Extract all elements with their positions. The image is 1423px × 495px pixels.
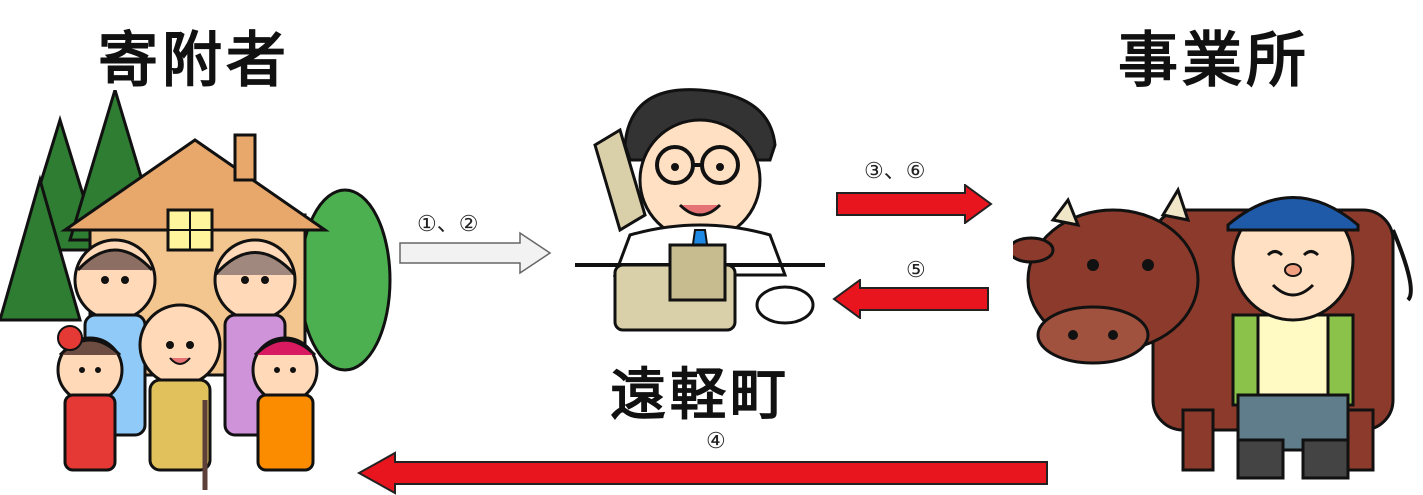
arrow-label-business-to-town: ⑤ [906, 258, 926, 283]
donor-family-illustration [0, 90, 392, 490]
town-title: 遠軽町 [610, 363, 790, 428]
arrow-label-business-to-donor: ④ [706, 429, 726, 454]
arrow-business-to-town [832, 279, 989, 319]
donor-title: 寄附者 [98, 26, 290, 96]
business-title: 事業所 [1118, 26, 1310, 96]
arrow-business-to-donor [356, 451, 1048, 495]
arrow-label-donor-to-town: ①、② [417, 212, 479, 237]
arrow-donor-to-town [399, 231, 552, 275]
business-farmer-illustration [1013, 186, 1413, 480]
arrow-town-to-business [836, 184, 993, 224]
arrow-label-town-to-business: ③、⑥ [864, 159, 926, 184]
town-official-illustration [575, 88, 825, 332]
